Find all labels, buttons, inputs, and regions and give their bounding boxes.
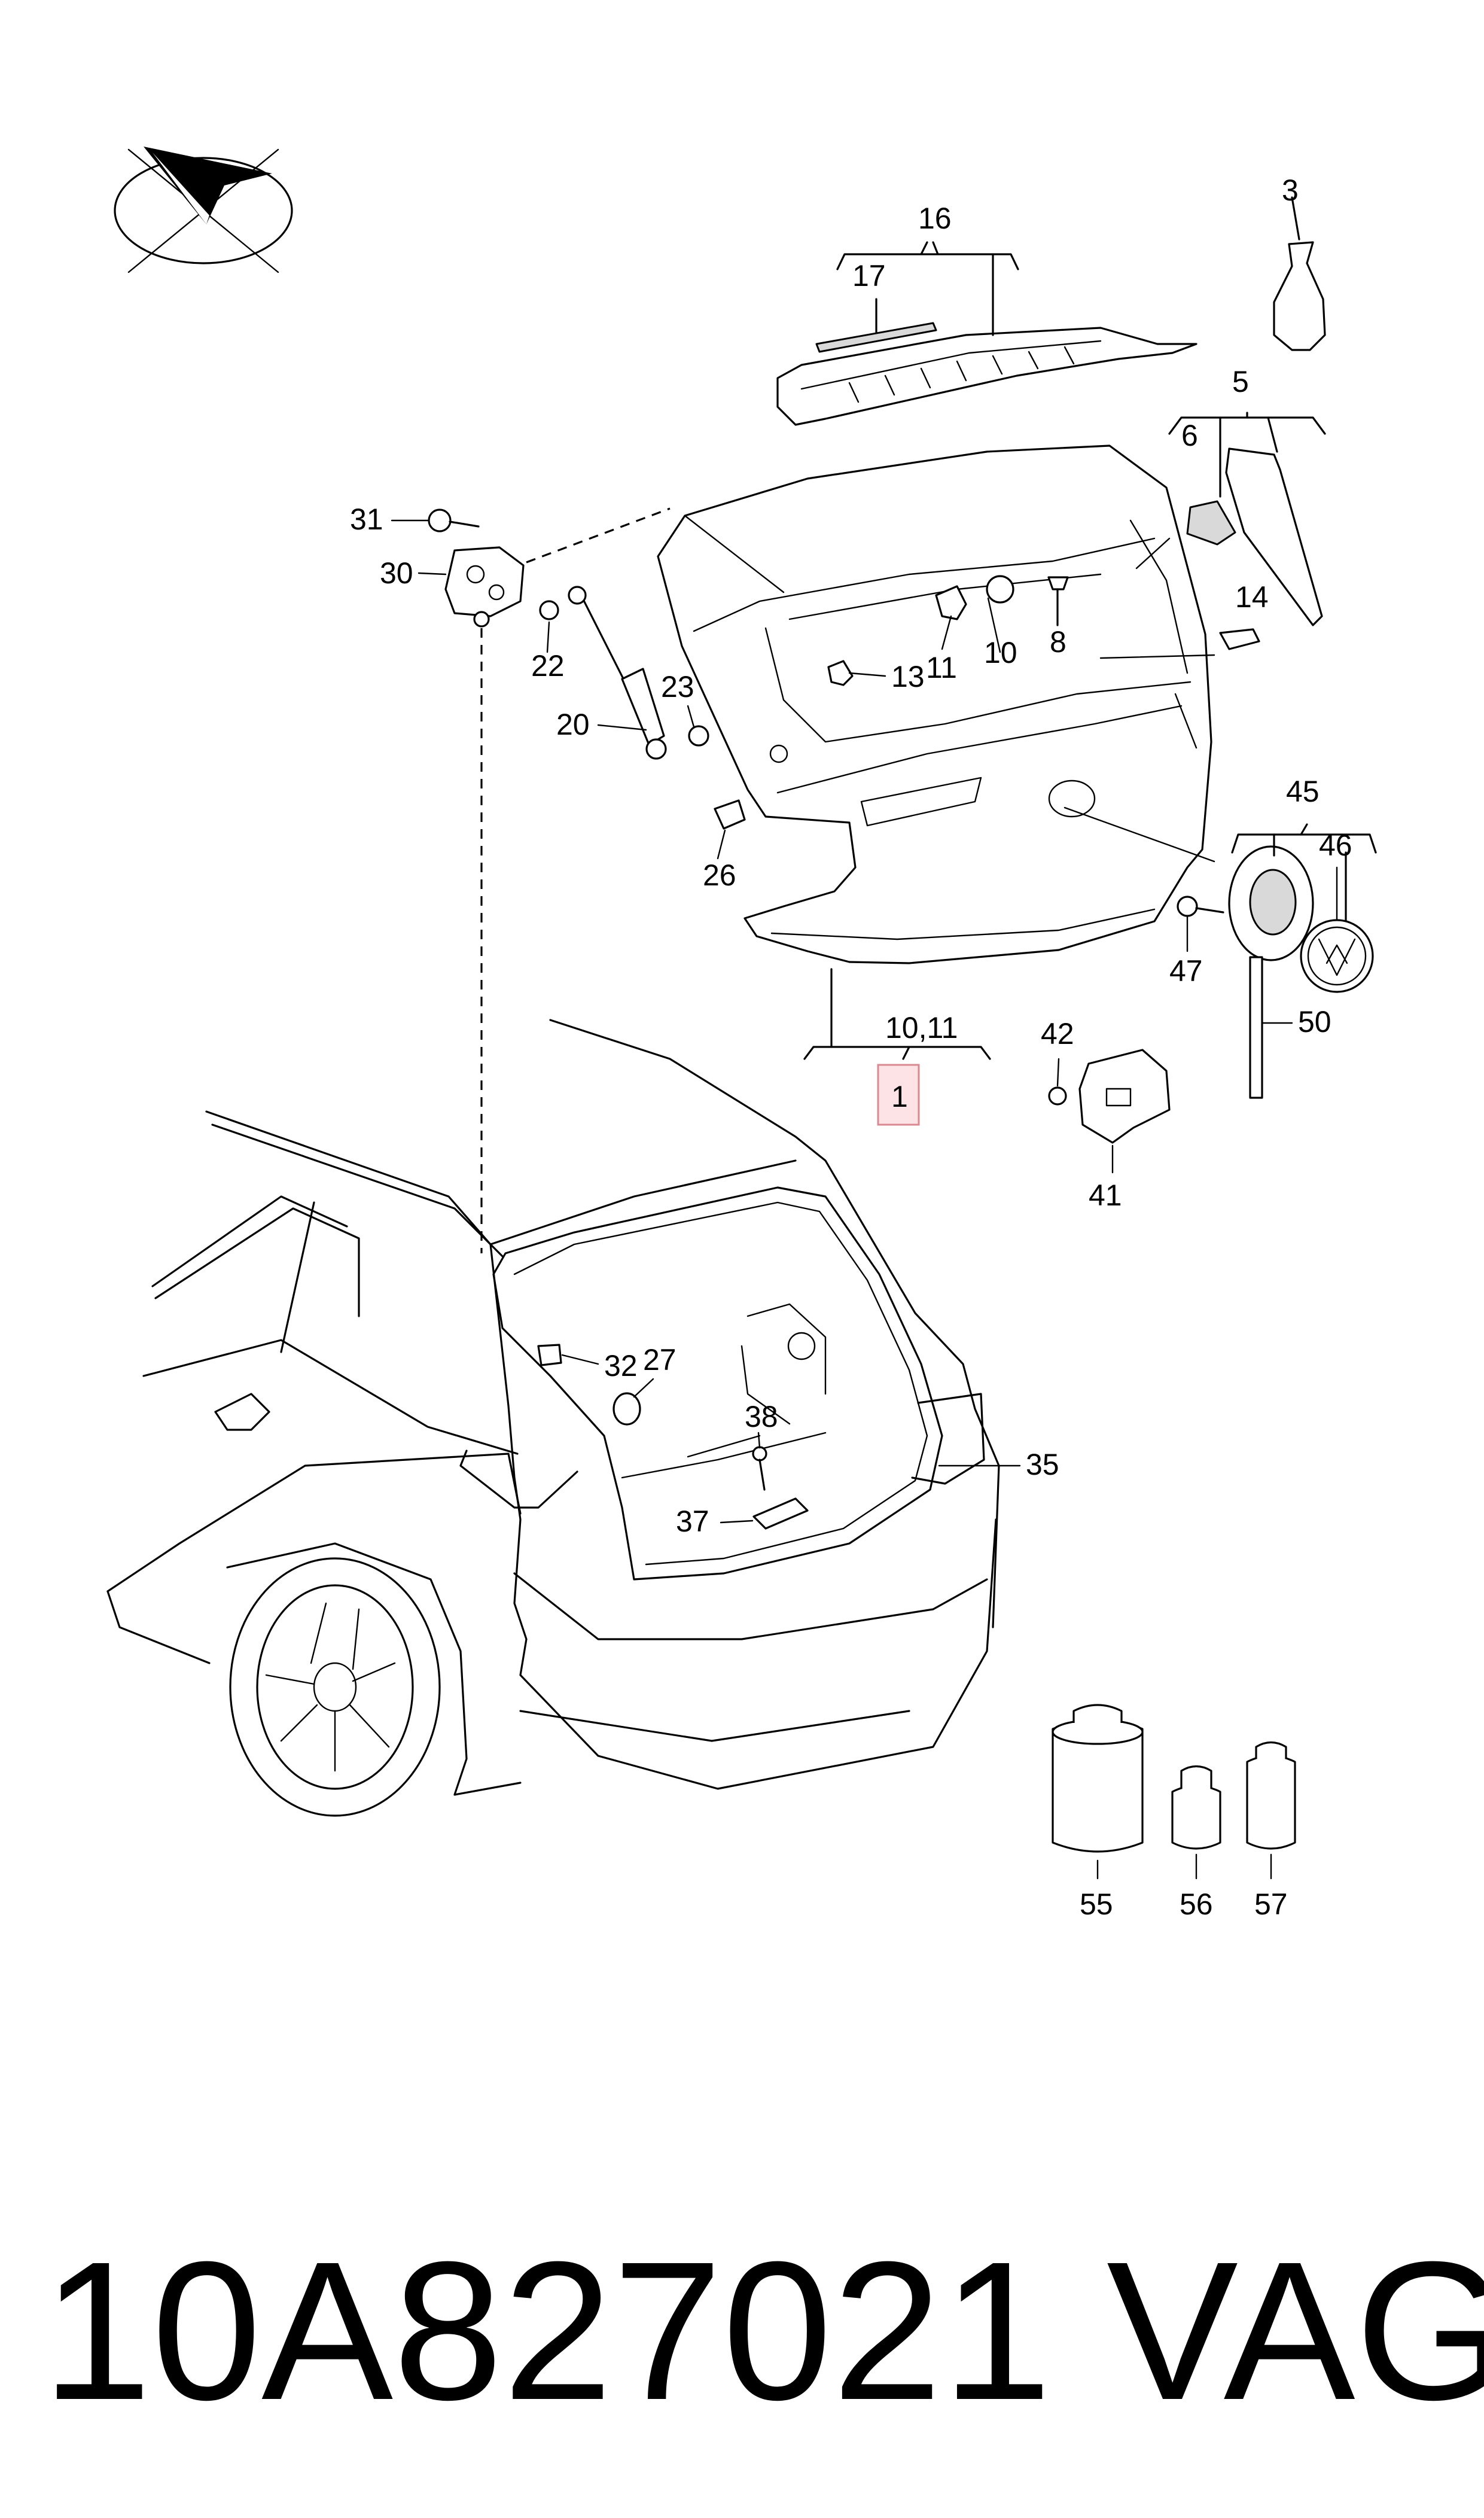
ball-stud-22: [539, 600, 559, 620]
screw-8: [1047, 576, 1069, 590]
leader-lines: [391, 519, 1338, 1880]
callout-16: 16: [918, 202, 952, 235]
callout-57: 57: [1254, 1887, 1288, 1921]
callout-50: 50: [1298, 1005, 1331, 1039]
callout-17: 17: [852, 259, 886, 293]
callout-37: 37: [676, 1505, 709, 1538]
gas-strut-part: [539, 586, 746, 830]
highlight-box: [877, 1064, 920, 1126]
buffer-26: [714, 799, 746, 830]
handle-part: [1177, 823, 1377, 1099]
callout-14: 14: [1235, 580, 1269, 614]
callout-45: 45: [1286, 775, 1320, 808]
bottle-57: [1246, 1741, 1296, 1850]
callout-30: 30: [380, 556, 413, 590]
callout-10: 10: [984, 636, 1017, 669]
callout-10-11: 10,11: [885, 1011, 958, 1045]
callout-23: 23: [661, 670, 694, 704]
bolt-31: [428, 509, 452, 532]
bottle-55: [1052, 1704, 1144, 1853]
emblem-part: [1300, 919, 1374, 993]
hinge-link-line: [526, 507, 671, 564]
callout-41: 41: [1089, 1179, 1122, 1212]
rod-50: [1249, 956, 1263, 1099]
screw-38: [752, 1446, 767, 1462]
callout-26: 26: [703, 858, 736, 892]
sticker-part: [1219, 628, 1260, 650]
callout-55: 55: [1080, 1887, 1113, 1921]
fastener-parts: [827, 575, 1069, 686]
callout-38: 38: [745, 1400, 778, 1433]
screw-47: [1177, 896, 1198, 917]
tailgate-part: [657, 444, 1212, 964]
callout-bracket-1: [803, 968, 991, 1126]
callout-35: 35: [1026, 1448, 1059, 1481]
bottle-56: [1171, 1765, 1221, 1850]
callout-31: 31: [350, 503, 383, 536]
callout-6: 6: [1181, 419, 1198, 452]
callout-27: 27: [643, 1343, 677, 1377]
striker-37: [752, 1497, 809, 1530]
clip-11: [935, 585, 967, 620]
side-trim-part: [1168, 412, 1326, 626]
callout-8: 8: [1050, 625, 1066, 659]
screw-42: [1048, 1086, 1067, 1106]
callout-11: 11: [926, 651, 957, 684]
car-body: [106, 1019, 1000, 1817]
callout-47: 47: [1169, 954, 1203, 988]
callout-20: 20: [556, 708, 590, 741]
clip-10: [986, 575, 1014, 604]
part-number: 10A827021: [42, 2220, 1052, 2441]
callout-22: 22: [531, 649, 565, 683]
ball-stud-23: [688, 725, 709, 747]
callout-3: 3: [1282, 173, 1299, 207]
trim-strip-part: [815, 322, 937, 353]
hinge-part: [428, 509, 525, 628]
callout-56: 56: [1180, 1887, 1213, 1921]
clip-part: [1186, 500, 1236, 546]
callout-bracket-16: [836, 241, 1019, 336]
brand-name: VAG: [1107, 2220, 1484, 2441]
callout-46: 46: [1319, 829, 1352, 862]
callout-1: 1: [891, 1080, 908, 1113]
callout-5: 5: [1232, 365, 1249, 398]
clip-13: [827, 660, 854, 686]
callout-13: 13: [891, 660, 925, 693]
callout-42: 42: [1041, 1017, 1074, 1051]
buffer-32: [537, 1344, 562, 1366]
rubber-cap-part: [1273, 196, 1326, 351]
lock-part: [1048, 1049, 1171, 1144]
direction-arrow-icon: [114, 147, 293, 273]
buffer-27: [613, 1392, 641, 1426]
spoiler-part: [776, 322, 1197, 426]
callout-32: 32: [604, 1349, 638, 1383]
